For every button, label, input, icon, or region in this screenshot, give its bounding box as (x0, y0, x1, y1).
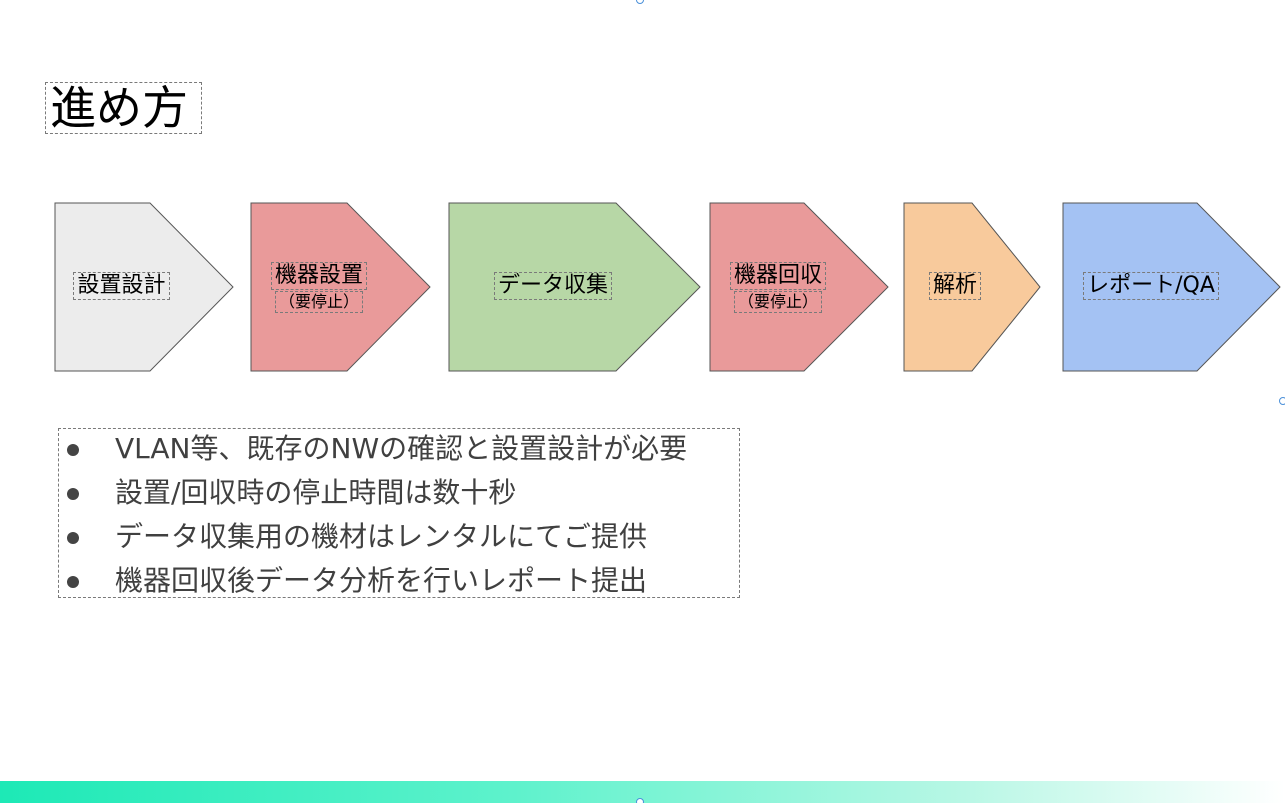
slide-title[interactable]: 進め方 (45, 82, 202, 134)
step-label-install: 機器設置 （要停止） (251, 262, 387, 313)
step-label-retrieve: 機器回収 （要停止） (710, 262, 846, 313)
step-shape-retrieve[interactable] (709, 202, 889, 372)
step-shape-report[interactable] (1062, 202, 1281, 372)
bullet-dot-icon (67, 532, 79, 544)
bullet-dot-icon (67, 444, 79, 456)
bottom-gradient-bar (0, 781, 1285, 803)
step-label-text[interactable]: データ収集 (493, 272, 612, 300)
selection-handle-bottom-icon[interactable] (636, 798, 644, 803)
bullet-text: 機器回収後データ分析を行いレポート提出 (115, 564, 648, 597)
step-sublabel-text[interactable]: （要停止） (733, 291, 822, 313)
bullet-text: VLAN等、既存のNWの確認と設置設計が必要 (115, 432, 688, 465)
step-label-text[interactable]: レポート/QA (1083, 272, 1219, 300)
bullet-item: 設置/回収時の停止時間は数十秒 (59, 473, 739, 517)
bullet-item: VLAN等、既存のNWの確認と設置設計が必要 (59, 429, 739, 473)
step-label-report: レポート/QA (1063, 272, 1239, 300)
bullet-list[interactable]: VLAN等、既存のNWの確認と設置設計が必要 設置/回収時の停止時間は数十秒 デ… (58, 428, 740, 598)
bullet-item: 機器回収後データ分析を行いレポート提出 (59, 561, 739, 605)
selection-handle-right-icon[interactable] (1279, 397, 1285, 405)
step-shape-analyze[interactable] (903, 202, 1041, 372)
step-label-design: 設置設計 (55, 272, 188, 300)
step-label-collect: データ収集 (449, 272, 657, 300)
bullet-text: データ収集用の機材はレンタルにてご提供 (115, 520, 648, 553)
bullet-dot-icon (67, 576, 79, 588)
bullet-item: データ収集用の機材はレンタルにてご提供 (59, 517, 739, 561)
step-shape-install[interactable] (250, 202, 431, 372)
step-sublabel-text[interactable]: （要停止） (274, 291, 363, 313)
bullet-text: 設置/回収時の停止時間は数十秒 (115, 476, 517, 509)
step-label-text[interactable]: 機器設置 (270, 262, 367, 290)
step-shape-collect[interactable] (448, 202, 701, 372)
bullet-dot-icon (67, 488, 79, 500)
step-label-analyze: 解析 (904, 272, 1006, 300)
step-shape-design[interactable] (54, 202, 234, 372)
step-label-text[interactable]: 機器回収 (729, 262, 826, 290)
step-label-text[interactable]: 解析 (928, 272, 981, 300)
step-label-text[interactable]: 設置設計 (73, 272, 170, 300)
